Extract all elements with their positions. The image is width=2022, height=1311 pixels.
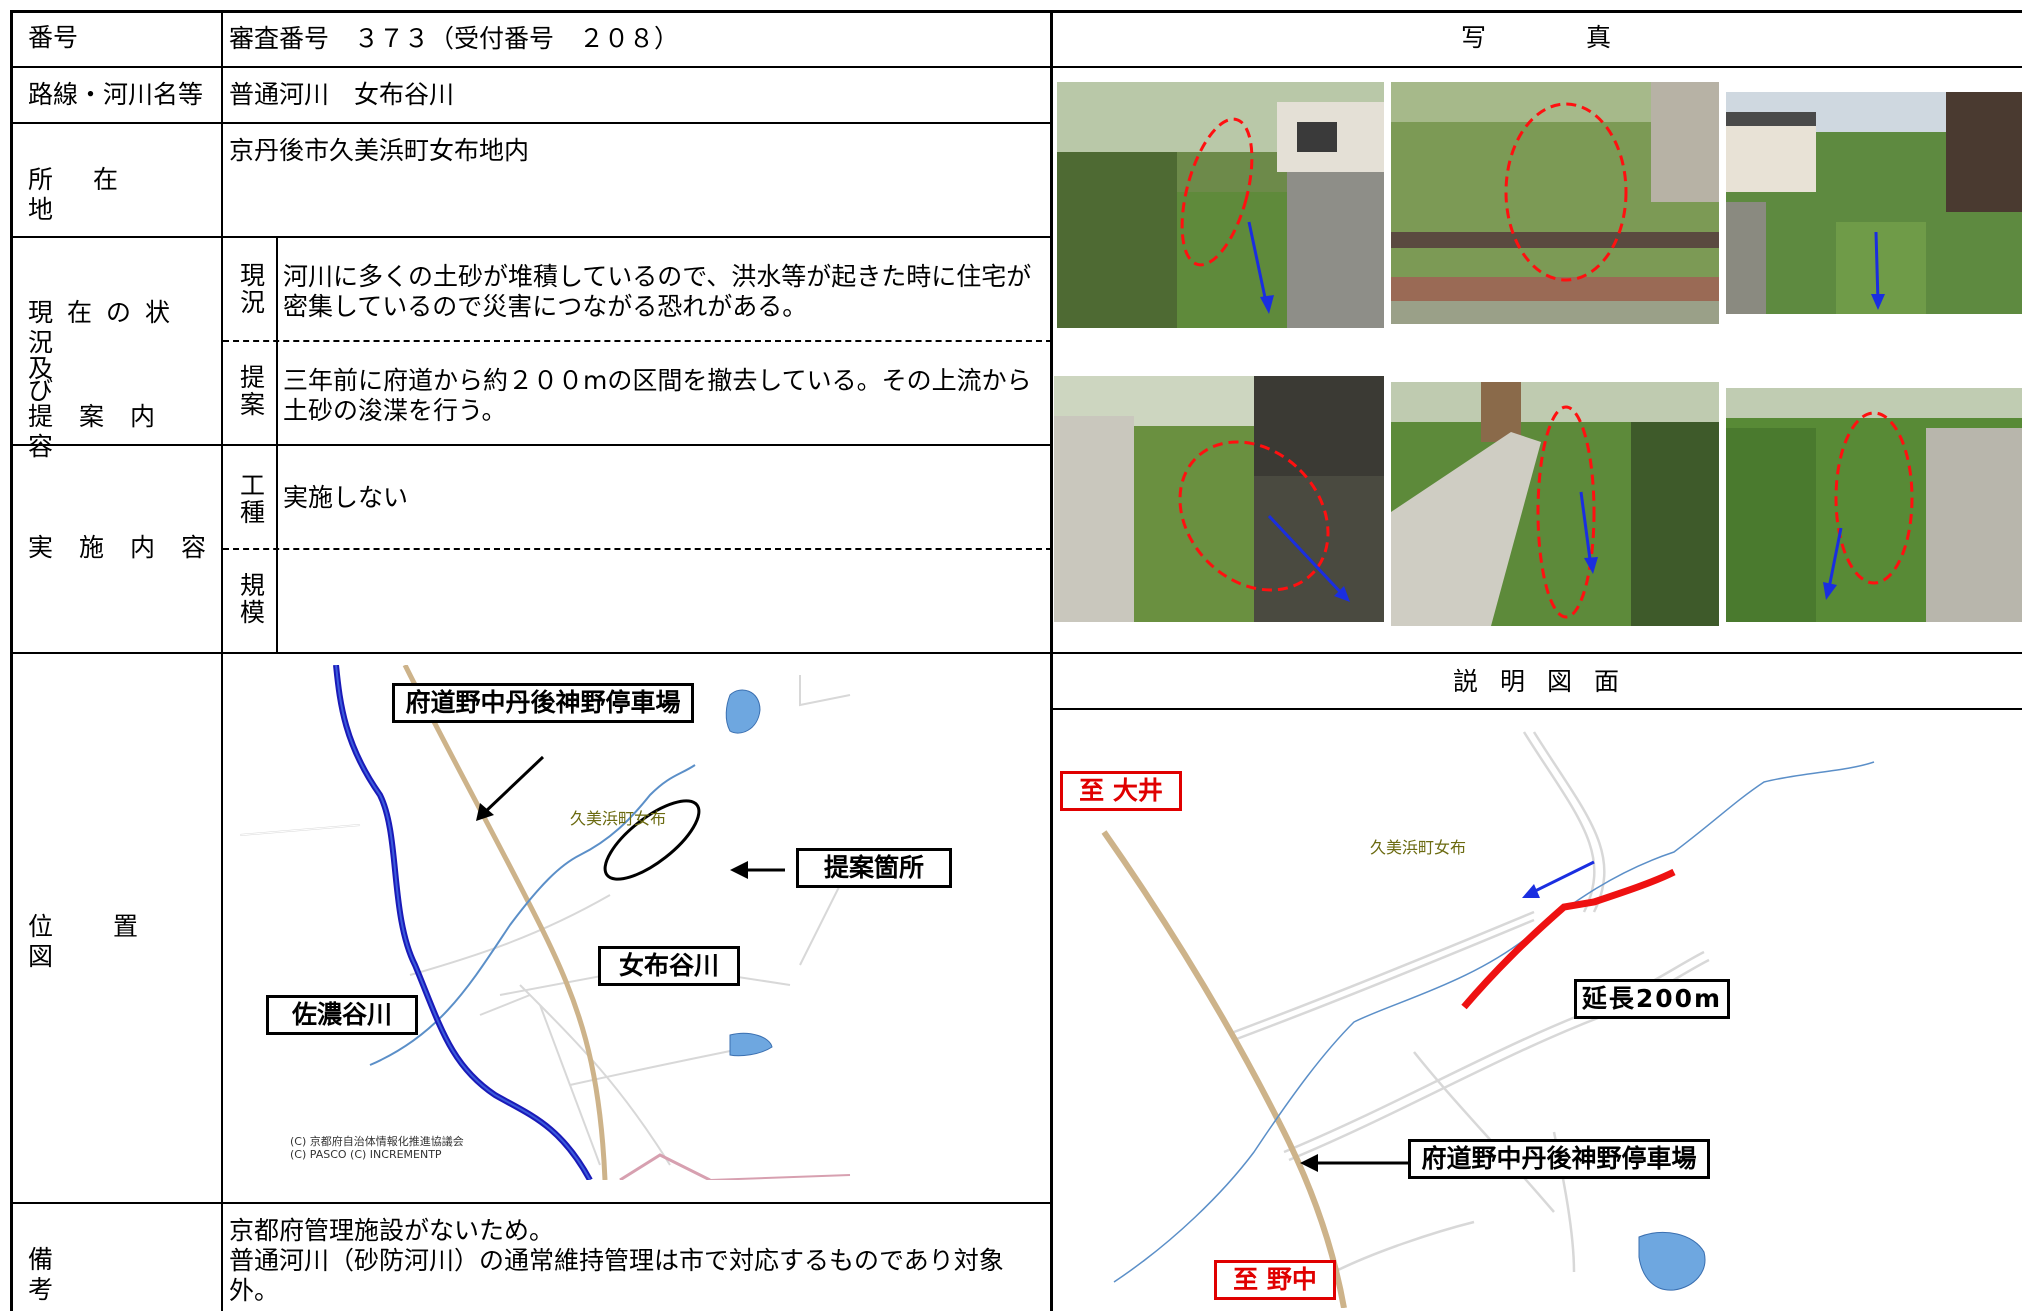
position-map-canvas bbox=[240, 665, 851, 1180]
proposal-site-box: 提案箇所 bbox=[796, 848, 952, 888]
position-map: 久美浜町女布 府道野中丹後神野停車場 提案箇所 女布谷川 佐濃谷川 (C) 京都… bbox=[240, 665, 1030, 1180]
photo-3 bbox=[1726, 92, 2022, 314]
explanation-map: 久美浜町女布 至 大井 至 野中 延長200m 府道野中丹後神野停車場 bbox=[1054, 712, 2020, 1308]
number-label: 番号 bbox=[28, 23, 206, 53]
work-value: 実施しない bbox=[283, 483, 409, 512]
explanation-map-title: 説明図面 bbox=[1452, 667, 1641, 696]
copyright-line2: (C) PASCO (C) INCREMENTP bbox=[290, 1148, 442, 1161]
photo-2 bbox=[1391, 82, 1719, 324]
proposal-label-text: 提案 bbox=[236, 364, 266, 418]
other-river-label-box: 佐濃谷川 bbox=[266, 995, 418, 1035]
situation-label: 現在の状況 及び 提案内容 bbox=[28, 298, 206, 462]
location-value: 京丹後市久美浜町女布地内 bbox=[229, 136, 530, 165]
river-label-box: 女布谷川 bbox=[598, 946, 740, 986]
number-label-text: 番号 bbox=[28, 23, 79, 52]
length-box: 延長200m bbox=[1574, 979, 1730, 1019]
exp-area-label: 久美浜町女布 bbox=[1370, 838, 1467, 857]
photo-6 bbox=[1726, 388, 2022, 622]
explanation-map-canvas bbox=[1101, 731, 1875, 1308]
situation-label-line2: 及び bbox=[28, 354, 184, 405]
scale-label-text: 規模 bbox=[236, 572, 266, 626]
remarks-text: 京都府管理施設がないため。 普通河川（砂防河川）の通常維持管理は市で対応するもの… bbox=[229, 1216, 1004, 1305]
remarks-label: 備考 bbox=[28, 1245, 206, 1305]
copyright-line1: (C) 京都府自治体情報化推進協議会 bbox=[290, 1135, 464, 1148]
number-value: 審査番号 ３７３（受付番号 ２０８） bbox=[229, 24, 680, 53]
current-text: 河川に多くの土砂が堆積しているので、洪水等が起きた時に住宅が 密集しているので災… bbox=[283, 262, 1032, 321]
scale-label: 規模 bbox=[236, 572, 266, 626]
proposal-label: 提案 bbox=[236, 364, 266, 418]
route-value: 普通河川 女布谷川 bbox=[229, 80, 455, 109]
area-label: 久美浜町女布 bbox=[570, 809, 667, 828]
to-oi-box: 至 大井 bbox=[1060, 771, 1182, 811]
work-label-text: 工種 bbox=[236, 472, 266, 526]
parking-label-box: 府道野中丹後神野停車場 bbox=[392, 683, 694, 723]
photo-title: 写真 bbox=[1460, 23, 1711, 52]
exp-parking-box: 府道野中丹後神野停車場 bbox=[1408, 1139, 1710, 1179]
implementation-label: 実施内容 bbox=[28, 533, 233, 562]
work-label: 工種 bbox=[236, 472, 266, 526]
to-nonaka-box: 至 野中 bbox=[1214, 1260, 1336, 1300]
route-label: 路線・河川名等 bbox=[28, 80, 204, 109]
situation-label-line1: 現在の状況 bbox=[28, 298, 185, 357]
remarks-label-text: 備考 bbox=[28, 1245, 184, 1304]
photo-5 bbox=[1391, 382, 1719, 626]
current-label-text: 現況 bbox=[236, 262, 266, 316]
proposal-text: 三年前に府道から約２００mの区間を撤去している。その上流から 土砂の浚渫を行う。 bbox=[283, 366, 1032, 425]
photo-1 bbox=[1057, 82, 1384, 328]
situation-label-line3: 提案内容 bbox=[28, 402, 182, 461]
current-label: 現況 bbox=[236, 262, 266, 316]
location-label: 所在地 bbox=[28, 165, 159, 224]
position-map-label: 位置図 bbox=[28, 912, 199, 971]
photo-4 bbox=[1054, 376, 1384, 622]
